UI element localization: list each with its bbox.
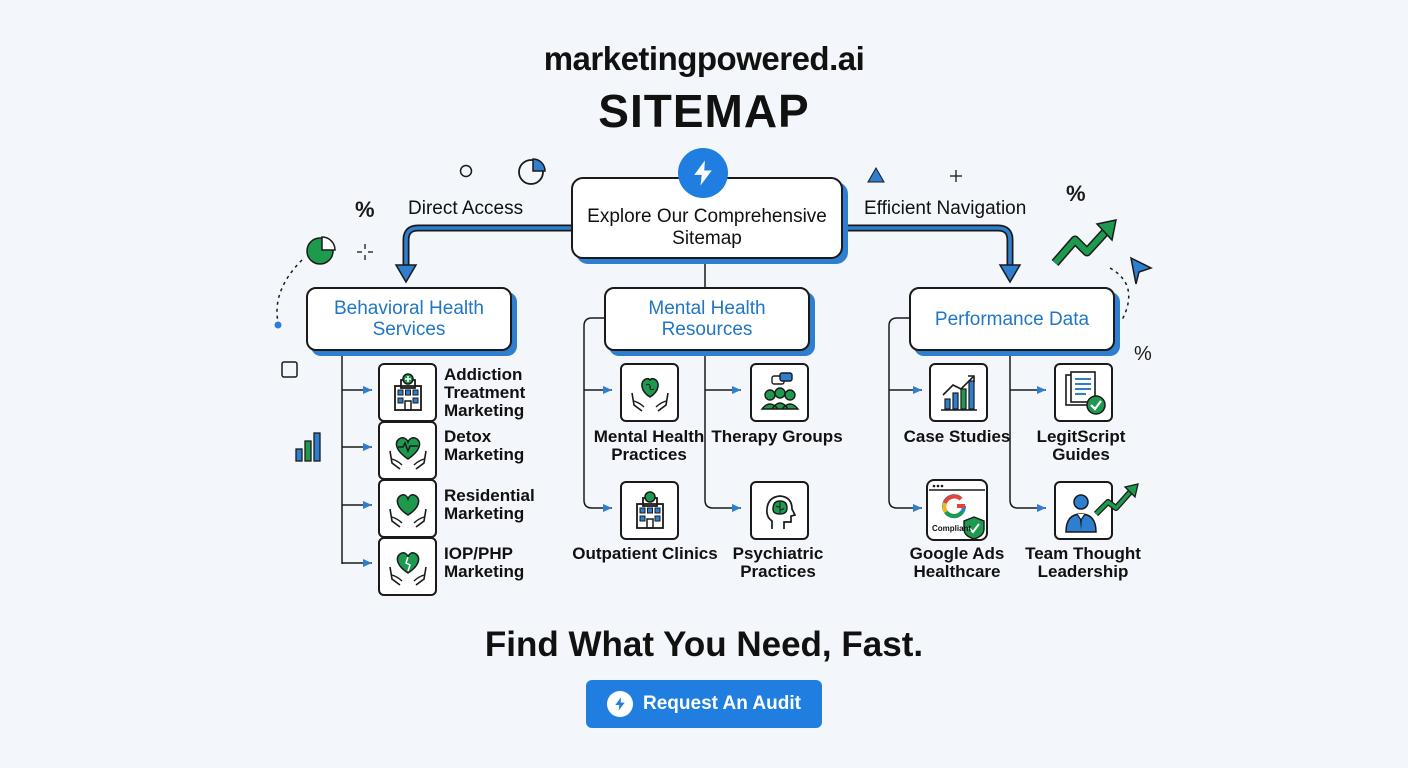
direct-access-label: Direct Access (408, 198, 524, 219)
sparkle-decor-icon (357, 244, 373, 260)
page-title: SITEMAP (598, 85, 810, 137)
site-name: marketingpowered.ai (543, 40, 865, 77)
plus-decor-icon (950, 170, 962, 182)
hospital-building-icon[interactable] (378, 363, 437, 422)
percent-decor-icon: % (1134, 343, 1152, 365)
item-team-thought-leadership[interactable]: Team Thought Leadership (1025, 544, 1141, 581)
head-brain-icon[interactable] (750, 481, 809, 540)
percent-decor-icon: % (355, 197, 375, 222)
item-mental-health-practices[interactable]: Mental Health Practices (593, 427, 705, 464)
item-residential-marketing[interactable]: Residential Marketing (444, 486, 535, 523)
percent-decor-icon: % (1066, 181, 1086, 206)
lightning-bolt-icon (607, 691, 633, 717)
category-title: Performance Data (934, 308, 1090, 330)
item-iop-php-marketing[interactable]: IOP/PHP Marketing (444, 544, 525, 581)
item-google-ads-healthcare[interactable]: Google Ads Healthcare (909, 544, 1005, 581)
center-label: Explore Our Comprehensive Sitemap (587, 206, 827, 249)
trend-up-arrow-icon (1051, 219, 1117, 266)
heart-hands-icon[interactable] (378, 537, 437, 596)
request-audit-label: Request An Audit (643, 693, 801, 714)
pie-chart-green-icon (306, 236, 336, 265)
heartbeat-hands-icon[interactable] (378, 421, 437, 480)
brain-hands-icon[interactable] (620, 363, 679, 422)
item-psychiatric-practices[interactable]: Psychiatric Practices (732, 544, 824, 581)
item-case-studies[interactable]: Case Studies (903, 427, 1011, 446)
growth-arrow-icon (1093, 483, 1139, 517)
pie-chart-decor-icon (518, 158, 546, 185)
lightning-bolt-icon (678, 148, 728, 198)
bar-chart-icon[interactable] (929, 363, 988, 422)
triangle-decor-icon (867, 166, 885, 183)
heart-hands-icon[interactable] (378, 479, 437, 538)
category-behavioral-health[interactable]: Behavioral Health Services (306, 287, 512, 351)
tagline: Find What You Need, Fast. (484, 625, 924, 664)
cursor-decor-icon (1129, 256, 1153, 285)
request-audit-button[interactable]: Request An Audit (586, 680, 822, 728)
item-outpatient-clinics[interactable]: Outpatient Clinics (572, 544, 718, 563)
compliant-badge: Compliant (932, 524, 972, 533)
group-chat-icon[interactable] (750, 363, 809, 422)
item-addiction-treatment-marketing[interactable]: Addiction Treatment Marketing (444, 365, 526, 420)
category-title: Mental Health Resources (648, 298, 766, 340)
category-mental-health[interactable]: Mental Health Resources (604, 287, 810, 351)
circle-decor-icon (459, 164, 473, 178)
bars-decor-icon (295, 432, 321, 462)
category-title: Behavioral Health Services (334, 298, 484, 340)
square-decor-icon (281, 361, 298, 378)
clinic-building-icon[interactable] (620, 481, 679, 540)
category-performance-data[interactable]: Performance Data (909, 287, 1115, 351)
document-check-icon[interactable] (1054, 363, 1113, 422)
google-compliant-icon[interactable]: Compliant (926, 479, 988, 541)
item-detox-marketing[interactable]: Detox Marketing (444, 427, 525, 464)
item-therapy-groups[interactable]: Therapy Groups (711, 427, 843, 446)
item-legitscript-guides[interactable]: LegitScript Guides (1036, 427, 1126, 464)
efficient-navigation-label: Efficient Navigation (864, 198, 1027, 219)
